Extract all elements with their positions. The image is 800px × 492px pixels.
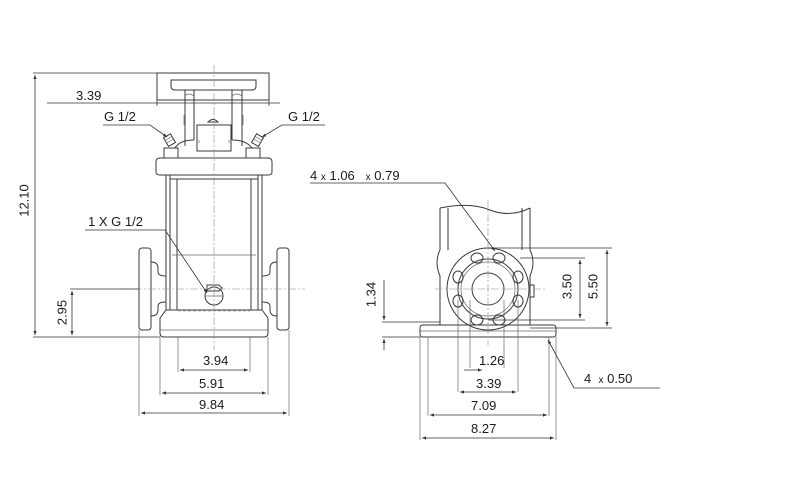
dim-port-to-port: 9.84 <box>199 397 225 412</box>
gauge-port-left-label: G 1/2 <box>104 109 136 124</box>
dim-overall-height: 12.10 <box>16 184 32 217</box>
dim-flange-diameter: 5.50 <box>585 273 601 300</box>
dim-top-width: 3.39 <box>76 88 102 103</box>
dim-inner-spacing: 3.39 <box>476 376 502 391</box>
flange-bolt-sep1: x <box>320 172 326 183</box>
dim-bolt-circle: 3.50 <box>559 273 575 300</box>
mount-hole-sep: x <box>598 375 604 386</box>
flange-bolt-callout: 4 x 1.06 x 0.79 <box>310 169 400 183</box>
mount-hole-callout: 4 x 0.50 <box>584 372 632 386</box>
mount-hole-count: 4 <box>584 371 592 386</box>
dim-pipe-inner: 1.26 <box>479 353 505 368</box>
dim-base-length: 8.27 <box>471 421 497 436</box>
front-view <box>120 65 305 350</box>
flange-bolt-diameter: 1.06 <box>329 168 355 183</box>
dim-base-height: 1.34 <box>363 281 379 308</box>
dim-port-height: 2.95 <box>54 299 70 326</box>
dim-mount-hole-spacing: 7.09 <box>471 398 497 413</box>
mount-hole-diameter: 0.50 <box>607 371 633 386</box>
flange-bolt-thickness: 0.79 <box>374 168 400 183</box>
flange-bolt-sep2: x <box>365 172 371 183</box>
front-view-dimensions <box>33 72 325 416</box>
drain-port-label: 1 X G 1/2 <box>88 214 143 229</box>
dim-base-inner: 3.94 <box>203 353 229 368</box>
gauge-port-right-label: G 1/2 <box>288 109 320 124</box>
flange-bolt-count: 4 <box>310 168 318 183</box>
side-view <box>419 200 557 345</box>
dim-base-width: 5.91 <box>199 376 225 391</box>
side-view-dimensions <box>310 182 660 440</box>
